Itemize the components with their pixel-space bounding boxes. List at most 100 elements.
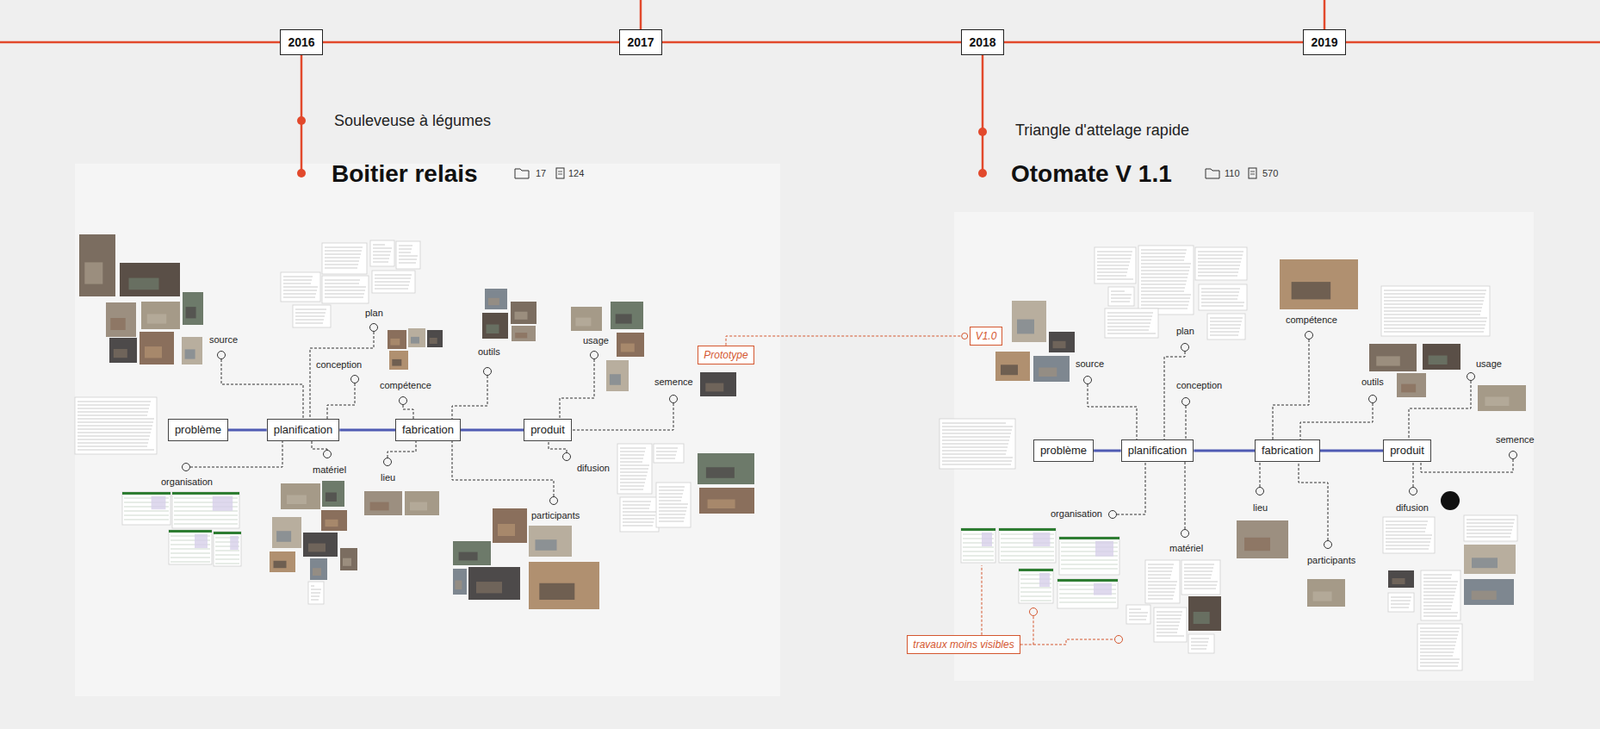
document-thumbnail (1463, 514, 1518, 541)
leader-line (1408, 376, 1471, 440)
photo-thumbnail (700, 372, 737, 397)
leader-dot (384, 458, 392, 466)
spreadsheet-row (962, 551, 994, 552)
document-line (1383, 293, 1486, 295)
spreadsheet-row (1000, 546, 1055, 548)
connector-end-dot (961, 332, 968, 339)
leader-line (571, 398, 674, 430)
document-line (1156, 628, 1179, 630)
thumbnail-group (74, 234, 1526, 670)
spreadsheet-thumbnail (1018, 568, 1054, 603)
note-box: Prototype (697, 345, 754, 365)
node-text: fabrication (402, 422, 454, 437)
spreadsheet-row (962, 546, 994, 548)
document-icon-line (1250, 173, 1255, 175)
category-label: outils (1361, 376, 1384, 388)
document-line (1128, 608, 1142, 610)
spreadsheet-highlight (1093, 582, 1112, 596)
document-line (283, 279, 312, 281)
photo-detail (497, 523, 515, 536)
document-line (77, 415, 148, 416)
document-line (1209, 331, 1240, 333)
document-icon-line (558, 171, 563, 173)
photo-detail (620, 343, 635, 353)
leader-dot (669, 395, 678, 404)
document-line (1385, 527, 1427, 529)
document-line (1141, 287, 1185, 289)
document-line (1197, 251, 1244, 253)
document-line (656, 451, 677, 453)
document-line (1156, 621, 1180, 623)
timeline-dot (978, 168, 987, 178)
process-box: fabrication (1254, 439, 1321, 462)
document-line (1201, 298, 1238, 300)
spreadsheet-row (1000, 555, 1055, 557)
node-text: problème (174, 422, 222, 437)
document-line (1107, 333, 1156, 335)
process-box: produit (523, 418, 572, 441)
document-line (1097, 268, 1129, 270)
document-line (622, 511, 657, 513)
node-text: 2019 (1310, 35, 1338, 50)
category-label: participants (1307, 554, 1356, 566)
photo-thumbnail (452, 568, 467, 595)
timeline-dot (297, 168, 306, 178)
document-line (374, 285, 410, 286)
document-line (77, 449, 155, 451)
photo-thumbnail (105, 302, 137, 337)
photo-detail (707, 499, 736, 509)
photo-thumbnail (606, 359, 629, 391)
leader-dot (323, 450, 332, 459)
photo-detail (1313, 590, 1333, 601)
spreadsheet-thumbnail (122, 491, 171, 525)
document-line (942, 440, 1010, 441)
connector (725, 335, 962, 346)
document-line (656, 454, 676, 456)
timeline-line (1324, 41, 1600, 44)
photo-thumbnail (321, 509, 348, 531)
node-text: 2018 (968, 35, 996, 50)
category-label: conception (316, 359, 362, 371)
node-text: planification (273, 422, 334, 437)
document-line (658, 510, 687, 512)
document-line (1466, 526, 1514, 528)
spreadsheet-header (1018, 568, 1054, 571)
document-line (658, 514, 686, 515)
document-line (324, 286, 366, 288)
spreadsheet-row (173, 514, 238, 516)
connector (322, 41, 621, 44)
spreadsheet-row (1060, 568, 1118, 570)
document-line (1466, 529, 1513, 531)
node-text: produit (530, 422, 565, 437)
document-thumbnail (1198, 284, 1247, 311)
document-line (1184, 574, 1212, 576)
document-line (398, 248, 412, 250)
document-line (1383, 331, 1484, 333)
document-line (1423, 612, 1458, 614)
photo-detail (1193, 611, 1210, 624)
document-line (295, 309, 327, 311)
document-line (1097, 261, 1130, 263)
document-thumbnail (370, 240, 395, 267)
process-box: problème (1033, 439, 1094, 462)
document-thumbnail (1207, 313, 1246, 340)
photo-detail (615, 313, 633, 323)
document-line (77, 432, 151, 434)
category-label: matériel (312, 464, 347, 476)
document-line (310, 589, 322, 590)
photo-thumbnail (181, 336, 203, 365)
count-number: 17 (535, 167, 546, 180)
document-line (620, 471, 648, 473)
document-icon (556, 167, 565, 179)
document-line (77, 401, 151, 403)
document-line (372, 258, 390, 260)
connector (1093, 449, 1122, 453)
document-line (1128, 612, 1148, 614)
timeline-dot (978, 127, 987, 137)
document-thumbnail (308, 581, 324, 604)
timeline-dot (297, 116, 306, 125)
spreadsheet-header (122, 491, 171, 495)
document-line (283, 297, 316, 298)
document-line (324, 254, 361, 255)
